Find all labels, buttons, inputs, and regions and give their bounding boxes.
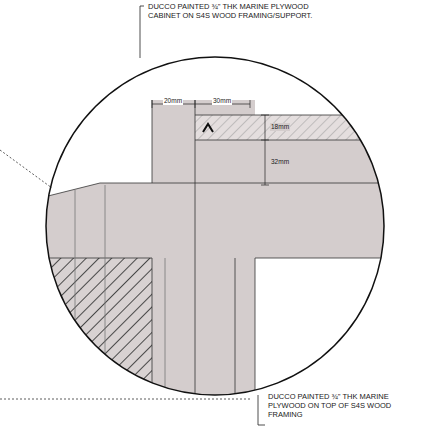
dimension-text: 20mm — [163, 97, 183, 105]
leader-lines — [140, 6, 265, 425]
callout-note: DUCCO PAINTED ¾" THK MARINE PLYWOOD ON T… — [268, 392, 418, 419]
dimension-text: 18mm — [270, 123, 290, 131]
callout-note: DUCCO PAINTED ¾" THK MARINE PLYWOOD CABI… — [148, 2, 318, 20]
dimension-text: 30mm — [212, 97, 232, 105]
chevron-mark — [203, 124, 213, 132]
extension-lines — [0, 150, 250, 399]
detail-fill — [40, 50, 405, 420]
detail-circle — [46, 57, 384, 395]
dimension-text: 32mm — [270, 158, 290, 166]
